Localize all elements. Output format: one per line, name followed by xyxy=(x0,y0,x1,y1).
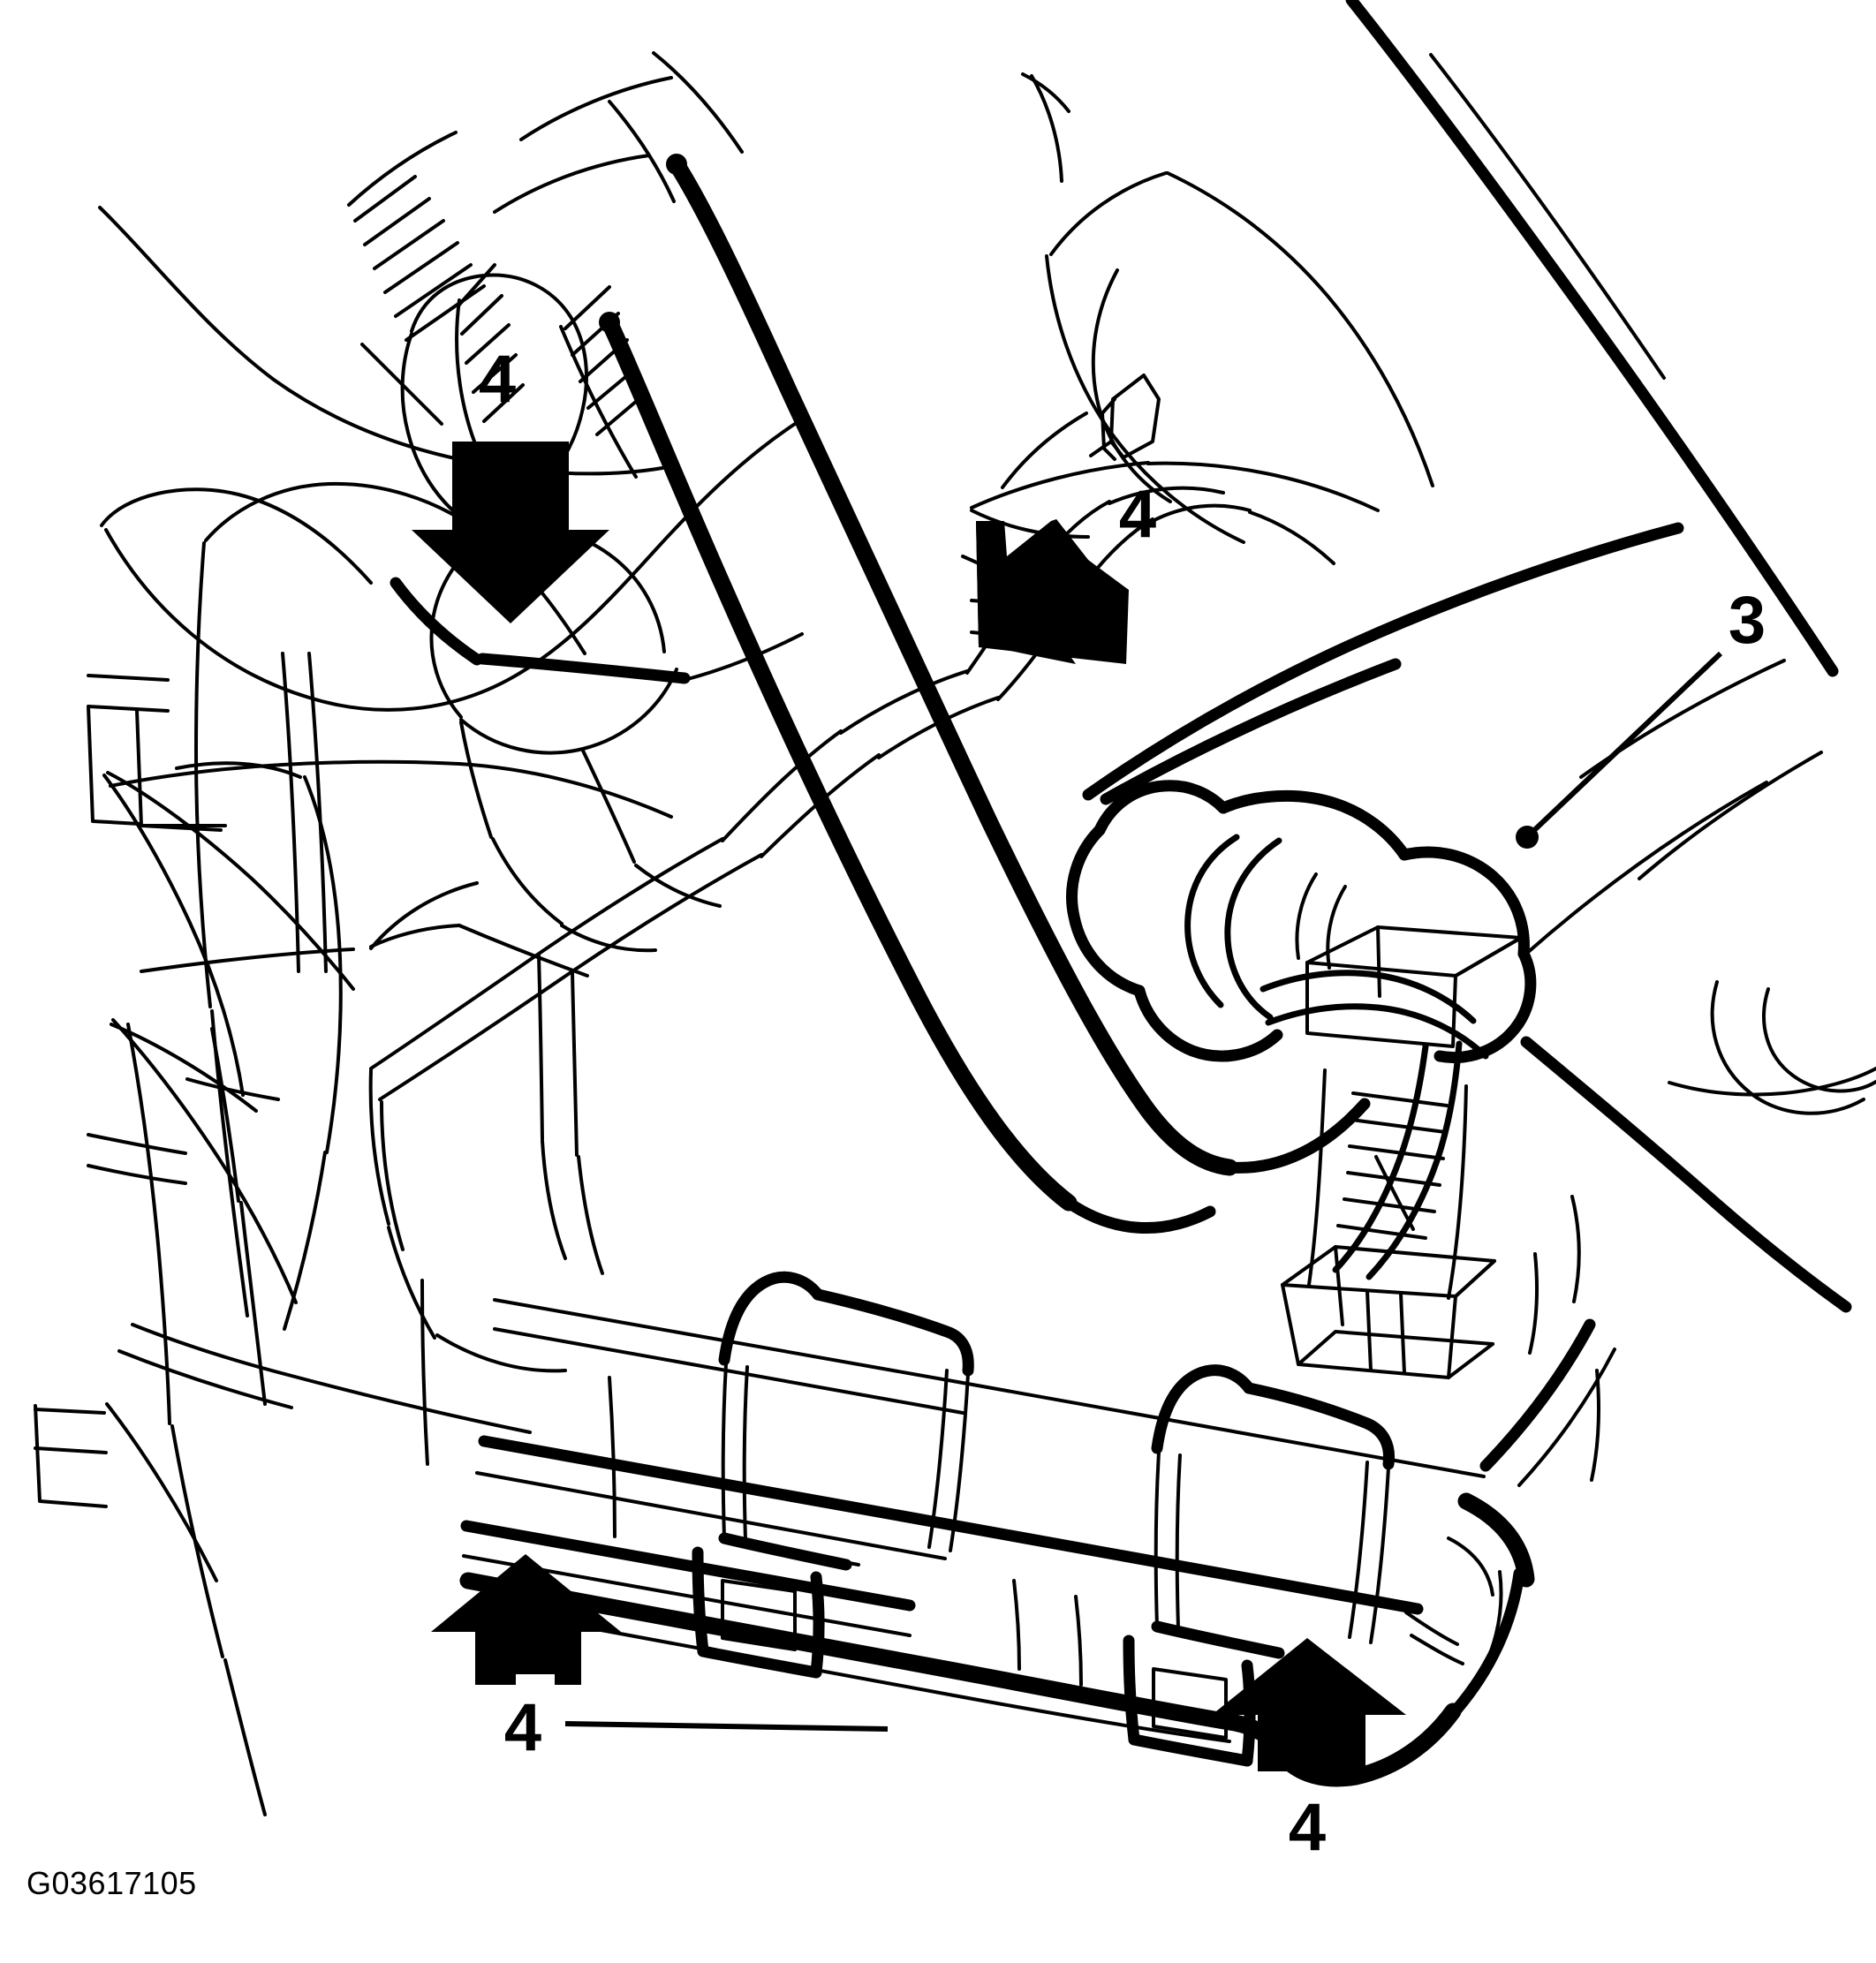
main-hose xyxy=(599,154,1371,1234)
left-bracket-assembly xyxy=(368,486,1335,1373)
electrical-connector-assembly xyxy=(1066,780,1537,1379)
callout-3-leader-line xyxy=(1528,651,1723,836)
callout-4-top-left: 4 xyxy=(400,273,609,623)
callout-4-bottom-left-label: 4 xyxy=(504,1690,541,1765)
arrow-up-icon-2 xyxy=(1212,1638,1406,1771)
callout-4-bottom-right: 4 xyxy=(1212,1638,1406,1865)
callout-3-connector: 3 xyxy=(1516,583,1766,849)
callout-3-label: 3 xyxy=(1728,583,1766,658)
callout-4-bottom-left: 4 xyxy=(431,1554,889,1765)
upper-left-clamp xyxy=(369,525,722,953)
misc-detail-lines xyxy=(420,555,1600,1687)
lower-left-support-panel xyxy=(34,924,589,1816)
lower-clip-rail xyxy=(459,1195,1616,1787)
callout-4-top-left-label: 4 xyxy=(479,342,516,417)
arrow-down-icon xyxy=(412,442,609,623)
callout-4-top-right: 4 xyxy=(976,477,1156,664)
corrugated-boot xyxy=(1307,1068,1468,1300)
figure-id-label: G03617105 xyxy=(26,1865,197,1901)
arrow-up-icon xyxy=(431,1554,621,1685)
callout-4-top-right-label: 4 xyxy=(1119,477,1156,552)
callout-4-bottom-left-leader xyxy=(564,1721,889,1732)
callout-4-bottom-right-label: 4 xyxy=(1289,1790,1326,1865)
callout-3-leader-dot xyxy=(1516,826,1539,849)
